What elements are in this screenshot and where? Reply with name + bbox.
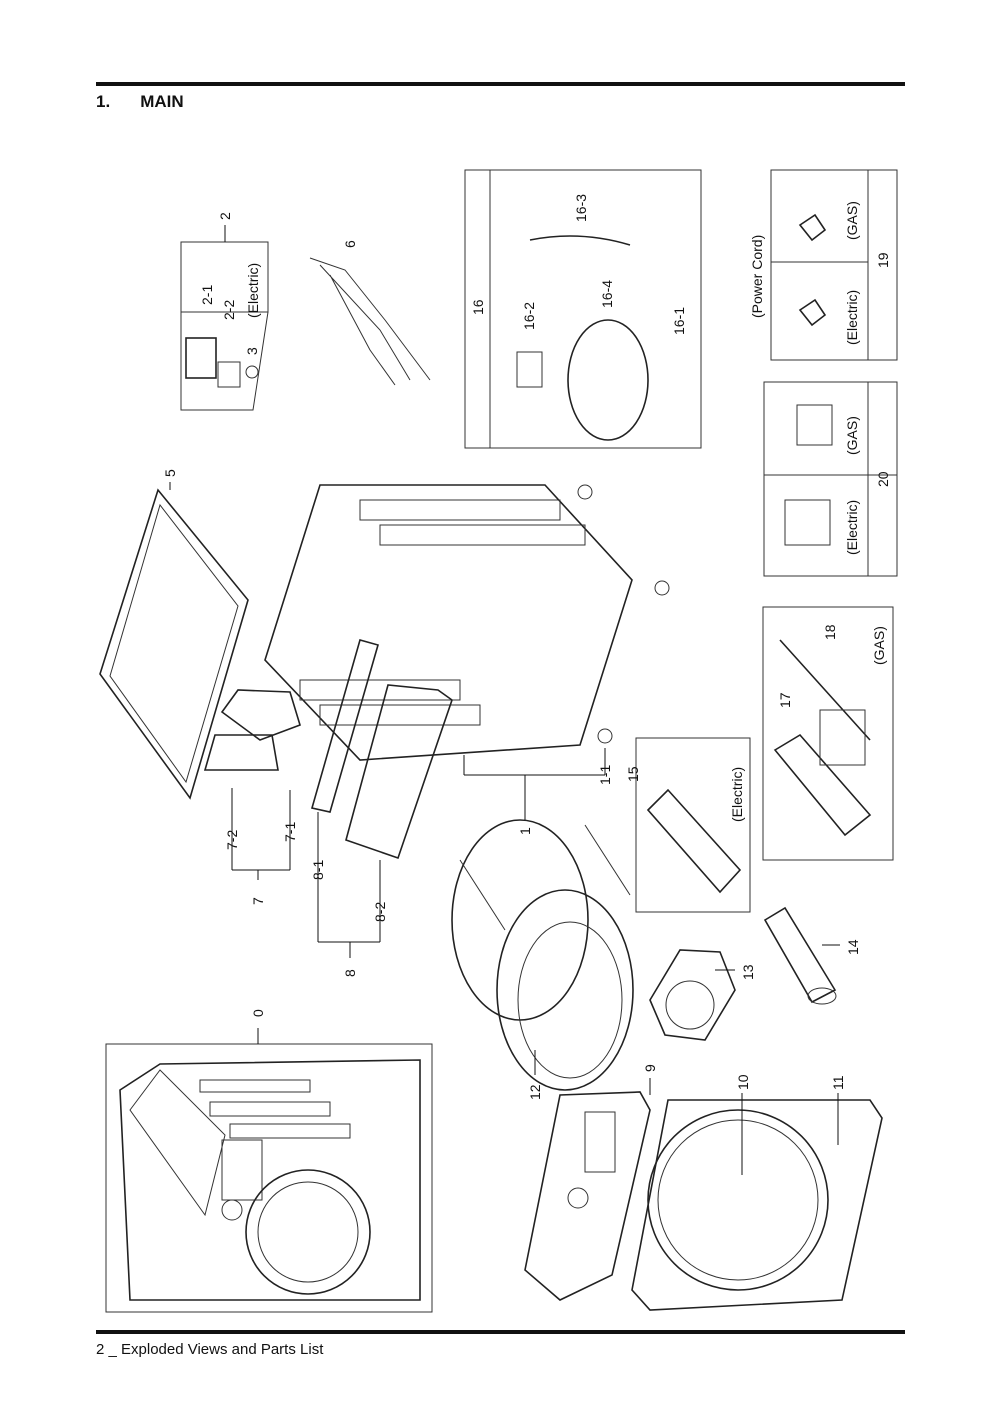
label-7: 7 — [250, 897, 266, 905]
label-13: 13 — [740, 964, 756, 980]
bracket-7-1 — [220, 689, 301, 741]
label-16-3: 16-3 — [573, 194, 589, 222]
assembled-dryer-panel — [105, 1043, 433, 1313]
label-17: 17 — [777, 692, 793, 708]
section-number: 1. — [96, 92, 111, 111]
label-16-1: 16-1 — [671, 307, 687, 335]
bracket-part — [310, 639, 379, 813]
drum-part — [451, 819, 634, 1091]
label-19: 19 — [875, 252, 891, 268]
top-rule — [96, 82, 905, 86]
label-18: 18 — [822, 624, 838, 640]
bottom-rule — [96, 1330, 905, 1334]
label-gas-19: (GAS) — [844, 201, 860, 240]
label-8: 8 — [342, 969, 358, 977]
label-3: 3 — [244, 347, 260, 355]
label-gas-20: (GAS) — [844, 416, 860, 455]
section-title: MAIN — [140, 92, 184, 111]
label-electric-2: (Electric) — [245, 263, 261, 318]
label-15: 15 — [625, 766, 641, 782]
label-8-2: 8-2 — [372, 902, 388, 922]
label-7-2: 7-2 — [224, 830, 240, 850]
label-1: 1 — [517, 827, 533, 835]
frame-part — [345, 684, 453, 860]
label-5: 5 — [162, 469, 178, 477]
label-20: 20 — [875, 471, 891, 487]
label-9: 9 — [642, 1064, 658, 1072]
label-2: 2 — [217, 212, 233, 220]
label-gas-18: (GAS) — [871, 626, 887, 665]
label-1-1: 1-1 — [597, 765, 613, 785]
label-16: 16 — [470, 299, 486, 315]
heater-panel — [635, 737, 751, 913]
label-2-1: 2-1 — [199, 285, 215, 305]
label-11: 11 — [830, 1075, 846, 1090]
label-12: 12 — [527, 1084, 543, 1100]
label-8-1: 8-1 — [310, 860, 326, 880]
top-cover-part — [99, 488, 249, 800]
blower-part — [649, 949, 736, 1041]
label-6: 6 — [342, 240, 358, 248]
control-panel-part — [524, 1091, 651, 1301]
label-16-2: 16-2 — [521, 302, 537, 330]
label-16-4: 16-4 — [599, 280, 615, 308]
hose-kit-panel — [464, 169, 702, 449]
label-electric-20: (Electric) — [844, 500, 860, 555]
power-cord-panel — [770, 169, 898, 361]
label-electric-19: (Electric) — [844, 290, 860, 345]
gas-valve-panel — [762, 606, 894, 861]
label-7-1: 7-1 — [282, 822, 298, 842]
front-panel-part — [631, 1099, 883, 1311]
section-heading: 1. MAIN — [96, 92, 184, 112]
label-14: 14 — [845, 939, 861, 955]
label-power-cord: (Power Cord) — [749, 235, 765, 318]
label-0: 0 — [250, 1009, 266, 1017]
panel-2 — [180, 311, 269, 411]
cabinet-part — [264, 484, 670, 761]
bracket-20-panel — [763, 381, 898, 577]
duct-part — [763, 906, 837, 1005]
wire-harness-part — [309, 257, 431, 386]
label-electric-15: (Electric) — [729, 767, 745, 822]
pcb-7-2 — [203, 734, 279, 771]
page-footer: 2 _ Exploded Views and Parts List — [96, 1341, 324, 1358]
label-2-2: 2-2 — [221, 300, 237, 320]
label-10: 10 — [735, 1074, 751, 1090]
